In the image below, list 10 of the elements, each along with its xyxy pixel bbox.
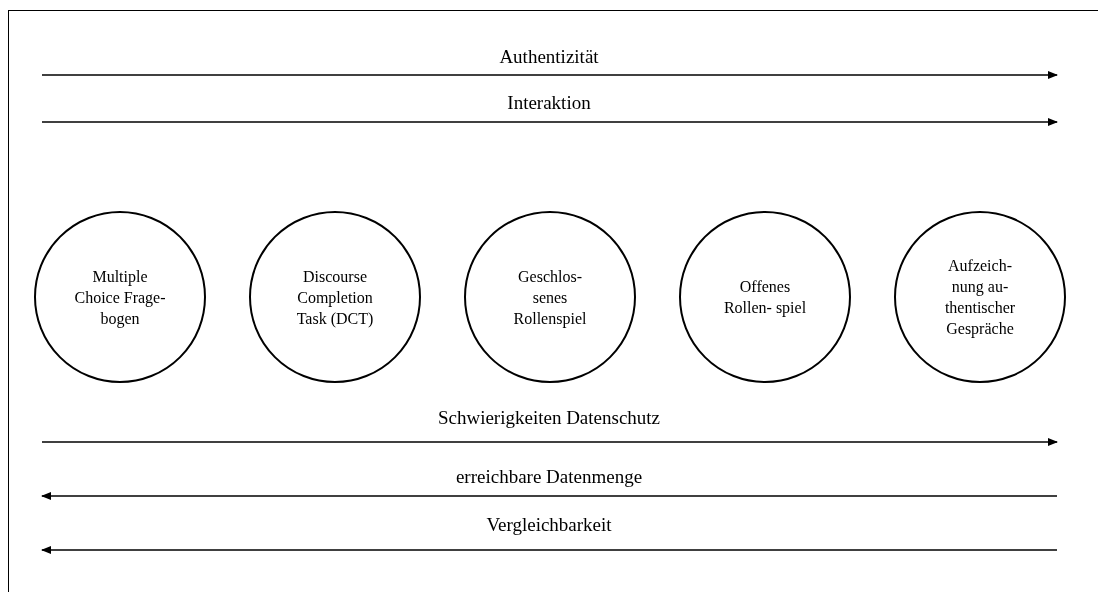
scale-label: Vergleichbarkeit — [486, 514, 612, 536]
scale-label: Authentizität — [499, 46, 599, 68]
method-label: Offenes Rollen- spiel — [722, 277, 808, 318]
method-label: Aufzeich- nung au- thentischer Gespräche — [943, 256, 1017, 339]
scale-label: erreichbare Datenmenge — [455, 466, 643, 488]
scale-label: Schwierigkeiten Datenschutz — [437, 407, 661, 429]
method-label: Geschlos- senes Rollenspiel — [512, 266, 588, 329]
method-label: Discourse Completion Task (DCT) — [295, 266, 375, 329]
scale-label: Interaktion — [507, 92, 591, 114]
method-label: Multiple Choice Frage- bogen — [73, 266, 167, 329]
